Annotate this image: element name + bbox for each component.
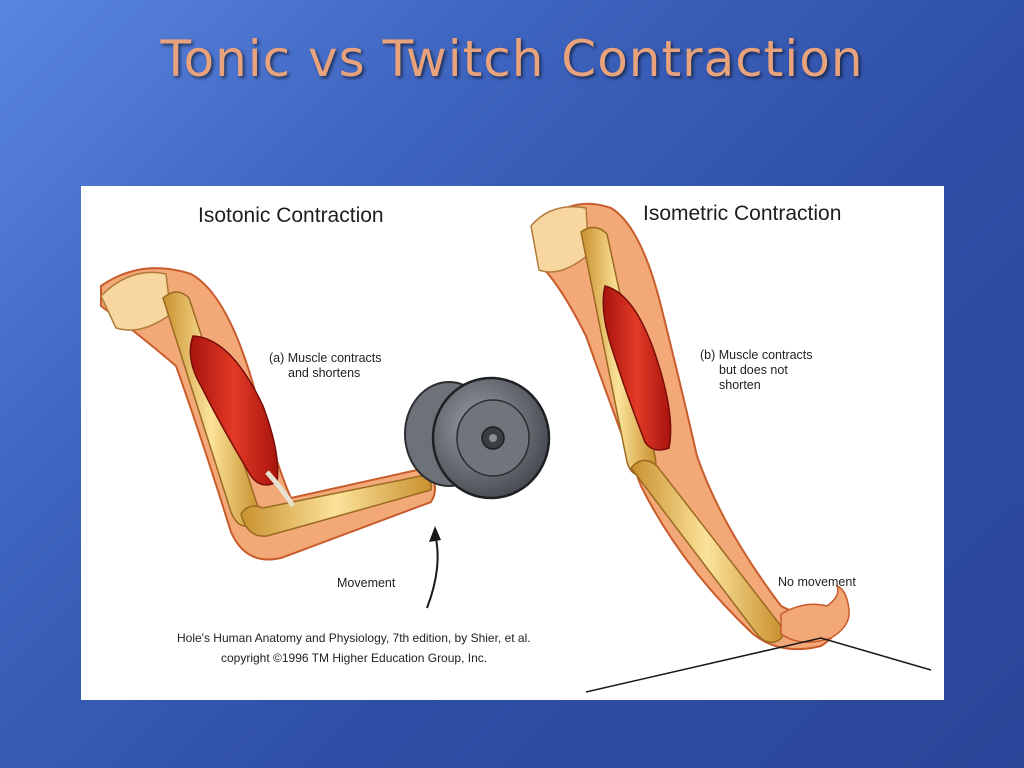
movement-label: Movement [337, 576, 396, 590]
label-a: (a) Muscle contracts and shortens [269, 351, 382, 381]
credit-line1: Hole's Human Anatomy and Physiology, 7th… [177, 631, 531, 645]
isotonic-heading: Isotonic Contraction [198, 204, 384, 227]
label-b-line3: shorten [719, 378, 761, 392]
label-a-line1: (a) Muscle contracts [269, 351, 382, 365]
slide-title: Tonic vs Twitch Contraction [160, 30, 864, 88]
label-b-line2: but does not [719, 363, 788, 377]
biceps-tendon [265, 470, 296, 508]
no-movement-label: No movement [778, 575, 856, 589]
isometric-arm [530, 202, 932, 693]
right-biceps-muscle [602, 285, 672, 451]
isometric-heading: Isometric Contraction [643, 202, 842, 225]
movement-arrow [426, 526, 441, 609]
figure-panel: Isotonic Contraction (a) Muscle contract… [81, 186, 944, 700]
source-credit: Hole's Human Anatomy and Physiology, 7th… [177, 628, 531, 668]
right-forearm-bone [630, 459, 784, 644]
biceps-muscle [189, 335, 279, 486]
isotonic-arm [100, 267, 436, 561]
contraction-illustration [100, 202, 932, 693]
credit-line2: copyright ©1996 TM Higher Education Grou… [221, 651, 488, 665]
label-b: (b) Muscle contracts but does not shorte… [700, 348, 813, 393]
restraint-line [585, 637, 932, 693]
dumbbell [404, 376, 551, 500]
label-a-line2: and shortens [288, 366, 361, 380]
hand [780, 584, 850, 643]
label-b-line1: (b) Muscle contracts [700, 348, 813, 362]
